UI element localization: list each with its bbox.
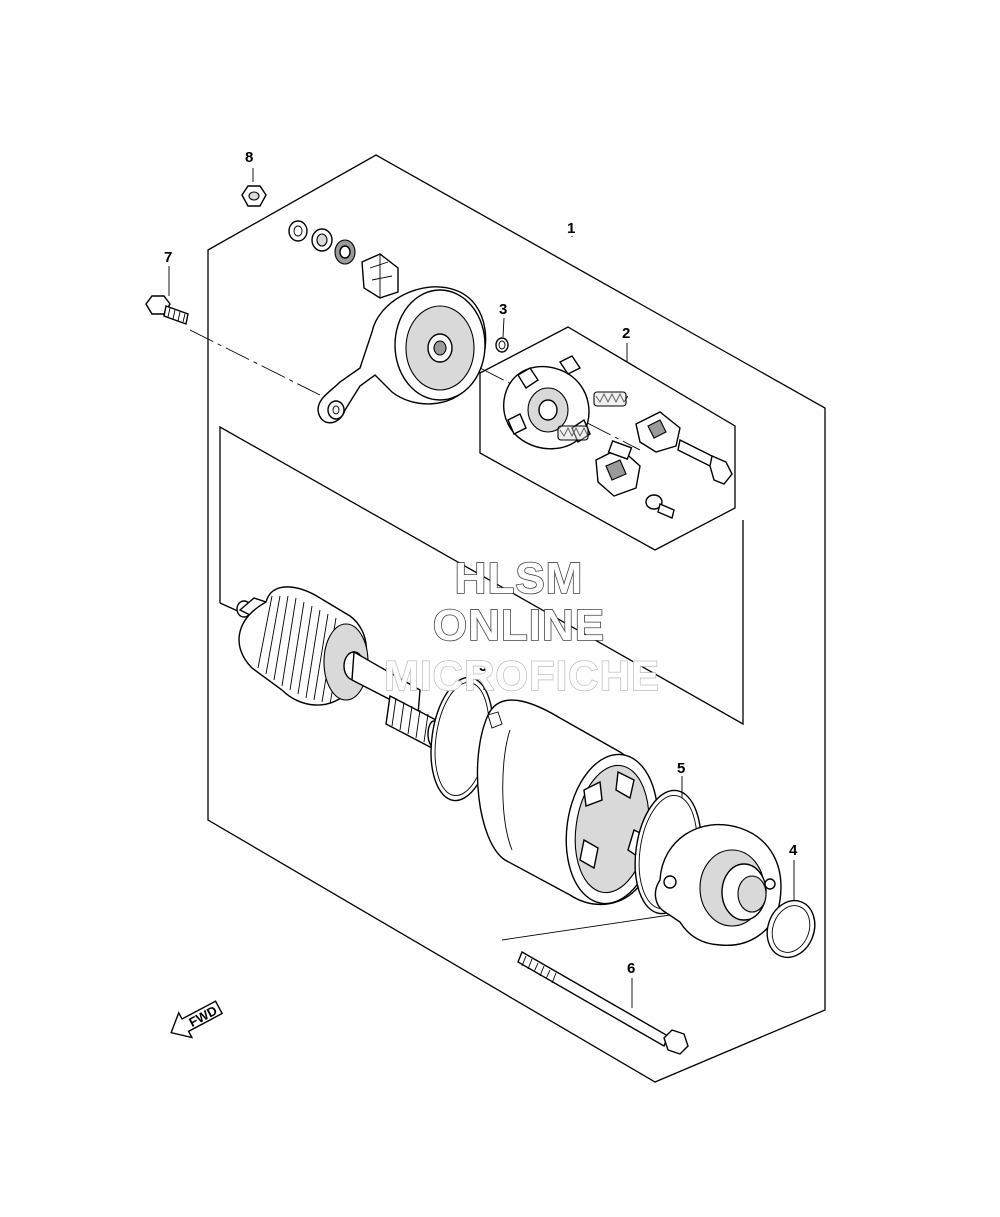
terminal-bolt[interactable]	[677, 438, 733, 485]
callout-8[interactable]: 8	[245, 149, 253, 166]
oring-part-4[interactable]	[759, 894, 822, 964]
bolt-part-7[interactable]	[145, 295, 189, 325]
end-cover[interactable]	[317, 286, 487, 424]
nut-part-8[interactable]	[241, 185, 267, 207]
callout-7[interactable]: 7	[164, 249, 172, 266]
oring-part-3[interactable]	[495, 337, 509, 353]
watermark-line-2: ONLINE	[433, 601, 605, 650]
terminal-insulator[interactable]	[361, 253, 399, 299]
armature[interactable]	[236, 586, 441, 750]
callout-5-rear[interactable]: 5	[677, 760, 685, 777]
leader-3	[502, 317, 505, 338]
brush-spring-lower[interactable]	[557, 425, 589, 441]
fwd-direction-arrow: FWD	[170, 1000, 224, 1039]
front-housing[interactable]	[654, 823, 782, 946]
callout-3[interactable]: 3	[499, 301, 507, 318]
long-bolt-part-6[interactable]	[517, 950, 689, 1055]
callout-4[interactable]: 4	[789, 842, 798, 859]
brush-spring-upper[interactable]	[593, 391, 629, 407]
shaft-centerline	[444, 349, 641, 451]
bolt-centerline	[189, 329, 321, 396]
brush-lower[interactable]	[595, 440, 641, 497]
watermark-line-3: MICROFICHE	[384, 652, 660, 699]
fwd-label: FWD	[186, 1003, 219, 1030]
armature-frame-outline	[219, 425, 744, 726]
callout-6[interactable]: 6	[627, 960, 635, 977]
assembly-frame-outline	[207, 154, 826, 1083]
screw-small[interactable]	[645, 494, 675, 519]
callout-5-front[interactable]: 5	[479, 658, 487, 675]
callout-1[interactable]: 1	[567, 220, 575, 237]
brush-holder-frame-outline	[479, 326, 736, 551]
washer-set[interactable]	[288, 220, 356, 265]
long-bolt-guide	[501, 911, 691, 941]
callout-2[interactable]: 2	[622, 325, 630, 342]
watermark-line-1: HLSM	[455, 554, 584, 603]
brush-upper[interactable]	[635, 411, 681, 453]
